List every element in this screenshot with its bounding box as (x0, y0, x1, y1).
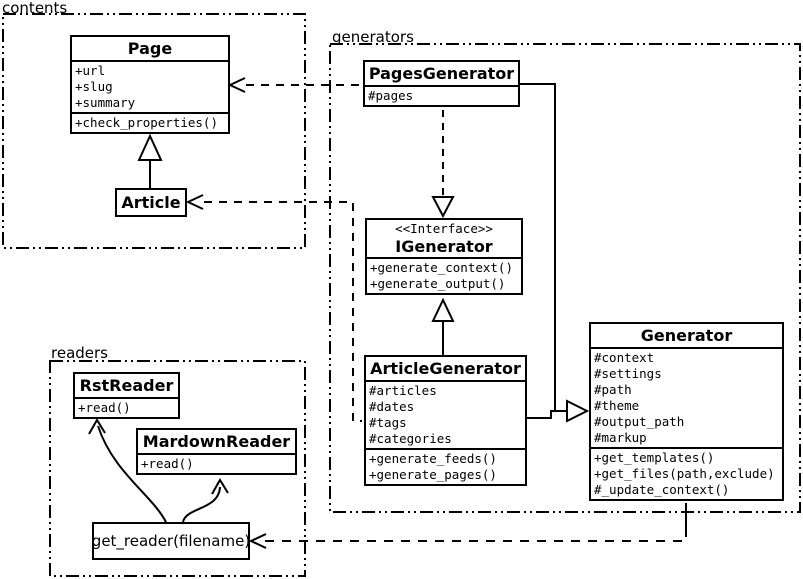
attribute: #tags (369, 415, 407, 430)
package-border-readers (49, 360, 306, 577)
generalization-arrow-pagesgenerator-to-generator (520, 83, 567, 412)
dependency-arrow-articlegenerator-to-article (185, 194, 362, 422)
class-page-attributes: +url +slug +summary (72, 62, 228, 112)
class-article: Article (115, 188, 187, 217)
class-articlegenerator-title: ArticleGenerator (366, 357, 525, 382)
class-generator-attributes: #context #settings #path #theme #output_… (591, 349, 782, 447)
class-mardownreader: MardownReader +read() (136, 428, 297, 475)
package-border-contents (2, 13, 306, 249)
generalization-triangle-generator (566, 399, 590, 423)
class-pagesgenerator-title: PagesGenerator (365, 62, 518, 87)
attribute: +slug (75, 79, 113, 94)
class-page-methods: +check_properties() (72, 112, 228, 132)
generalization-arrow-articlegenerator-to-generator (527, 410, 567, 419)
class-igenerator-title: <<Interface>> IGenerator (367, 220, 521, 259)
class-articlegenerator-methods: +generate_feeds() +generate_pages() (366, 448, 525, 484)
class-rstreader-methods: +read() (75, 399, 178, 417)
method: +get_templates() (594, 450, 715, 465)
attribute: #markup (594, 430, 647, 445)
dependency-arrow-generator-to-getreader (248, 503, 687, 549)
generalization-arrow-article-to-page (137, 133, 163, 188)
class-pagesgenerator-attributes: #pages (365, 87, 518, 105)
attribute: #pages (368, 88, 414, 103)
class-generator-methods: +get_templates() +get_files(path,exclude… (591, 447, 782, 499)
package-label-generators: generators (332, 28, 414, 46)
class-pagesgenerator: PagesGenerator #pages (363, 60, 520, 107)
method: #_update_context() (594, 482, 730, 497)
method: +generate_context() (370, 260, 513, 275)
package-label-contents: contents (2, 0, 68, 17)
class-mardownreader-title: MardownReader (138, 430, 295, 455)
arrow-getreader-to-mardownreader (182, 478, 229, 523)
method: +generate_pages() (369, 467, 497, 482)
class-generator: Generator #context #settings #path #them… (589, 322, 784, 501)
method: +check_properties() (75, 115, 218, 130)
attribute: +summary (75, 95, 136, 110)
class-igenerator-stereotype: <<Interface>> (395, 221, 493, 236)
attribute: +url (75, 63, 106, 78)
method: +read() (141, 456, 194, 471)
class-igenerator-methods: +generate_context() +generate_output() (367, 259, 521, 293)
method: +generate_output() (370, 276, 506, 291)
package-label-readers: readers (51, 344, 108, 362)
function-box-get-reader: get_reader(filename) (92, 522, 250, 560)
class-igenerator: <<Interface>> IGenerator +generate_conte… (365, 218, 523, 295)
attribute: #dates (369, 399, 415, 414)
method: +get_files(path,exclude) (594, 466, 775, 481)
dependency-arrow-pagesgenerator-to-page (227, 77, 363, 93)
attribute: #output_path (594, 414, 685, 429)
class-articlegenerator-attributes: #articles #dates #tags #categories (366, 382, 525, 448)
class-page-title: Page (72, 37, 228, 62)
class-articlegenerator: ArticleGenerator #articles #dates #tags … (364, 355, 527, 486)
attribute: #articles (369, 383, 437, 398)
class-page: Page +url +slug +summary +check_properti… (70, 35, 230, 134)
attribute: #categories (369, 431, 452, 446)
class-mardownreader-methods: +read() (138, 455, 295, 473)
attribute: #settings (594, 366, 662, 381)
attribute: #path (594, 382, 632, 397)
generalization-arrow-articlegenerator-to-igenerator (431, 297, 455, 355)
class-generator-title: Generator (591, 324, 782, 349)
attribute: #context (594, 350, 655, 365)
class-article-title: Article (121, 193, 181, 212)
package-border-generators (329, 43, 801, 513)
arrow-getreader-to-rstreader (88, 418, 167, 523)
attribute: #theme (594, 398, 640, 413)
class-rstreader: RstReader +read() (73, 372, 180, 419)
class-rstreader-title: RstReader (75, 374, 178, 399)
method: +read() (78, 400, 131, 415)
class-igenerator-name: IGenerator (395, 237, 493, 256)
method: +generate_feeds() (369, 451, 497, 466)
realization-arrow-pagesgenerator-to-igenerator (431, 110, 455, 219)
